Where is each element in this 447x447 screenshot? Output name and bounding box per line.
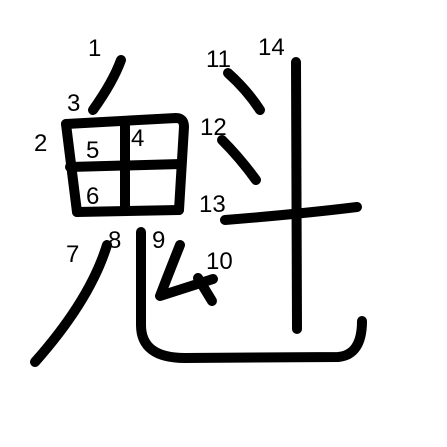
stroke-1 — [88, 55, 126, 115]
stroke-number-2: 2 — [34, 130, 47, 157]
stroke-12 — [217, 135, 261, 185]
stroke-number-5: 5 — [86, 137, 99, 164]
stroke-11 — [223, 68, 265, 115]
stroke-number-labels: 1 2 3 4 5 6 7 8 9 10 11 12 13 14 — [34, 34, 285, 275]
stroke-number-8: 8 — [108, 227, 121, 254]
stroke-number-6: 6 — [86, 183, 99, 210]
stroke-number-3: 3 — [67, 90, 80, 117]
character-strokes — [30, 55, 367, 367]
stroke-number-14: 14 — [258, 34, 285, 61]
stroke-number-9: 9 — [152, 227, 165, 254]
stroke-8 — [136, 227, 367, 363]
stroke-9 — [155, 240, 218, 301]
stroke-number-12: 12 — [200, 114, 227, 141]
stroke-13 — [220, 202, 362, 225]
stroke-5 — [65, 159, 186, 172]
stroke-7 — [30, 240, 112, 367]
stroke-number-10: 10 — [206, 248, 233, 275]
stroke-number-7: 7 — [66, 241, 79, 268]
stroke-6 — [72, 205, 184, 217]
stroke-3 — [61, 113, 189, 215]
stroke-number-11: 11 — [206, 46, 231, 73]
stroke-number-4: 4 — [131, 125, 144, 152]
stroke-14 — [291, 57, 302, 334]
stroke-number-13: 13 — [199, 191, 226, 218]
stroke-number-1: 1 — [88, 35, 101, 62]
stroke-10 — [193, 273, 217, 306]
